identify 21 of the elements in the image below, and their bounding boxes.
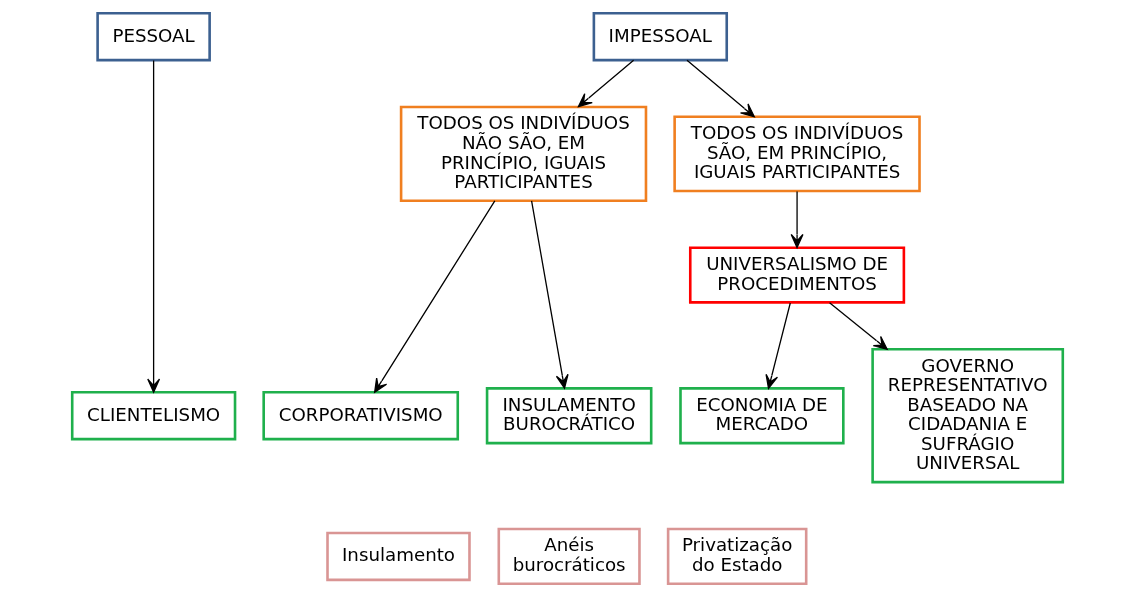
node-box: PESSOAL <box>95 11 211 62</box>
arrow <box>685 59 755 118</box>
node-box: TODOS OS INDIVÍDUOS SÃO, EM PRINCÍPIO, IGUAIS PARTICIPANTES <box>672 115 921 193</box>
node-box: ECONOMIA DE MERCADO <box>678 387 845 445</box>
node-box: Insulamento <box>325 531 471 582</box>
arrow <box>790 190 804 249</box>
node-box: TODOS OS INDIVÍDUOS NÃO SÃO, EM PRINCÍPIO, IGUAIS PARTICIPANTES <box>399 105 647 203</box>
arrow <box>146 59 160 393</box>
node-box: IMPESSOAL <box>592 11 728 62</box>
node-box: Anéis burocráticos <box>497 527 641 586</box>
node-box: CORPORATIVISMO <box>261 390 459 441</box>
arrow <box>828 302 888 350</box>
arrow <box>577 59 634 108</box>
node-box: UNIVERSALISMO DE PROCEDIMENTOS <box>688 246 905 304</box>
arrow <box>373 200 495 393</box>
node-box: CLIENTELISMO <box>70 390 236 441</box>
arrow <box>530 200 569 389</box>
node-box: Privatização do Estado <box>666 527 807 586</box>
node-box: GOVERNO REPRESENTATIVO BASEADO NA CIDADANIA E SUFRÁGIO UNIVERSAL <box>870 348 1064 484</box>
node-box: INSULAMENTO BUROCRÁTICO <box>485 387 652 445</box>
arrow <box>764 302 791 389</box>
